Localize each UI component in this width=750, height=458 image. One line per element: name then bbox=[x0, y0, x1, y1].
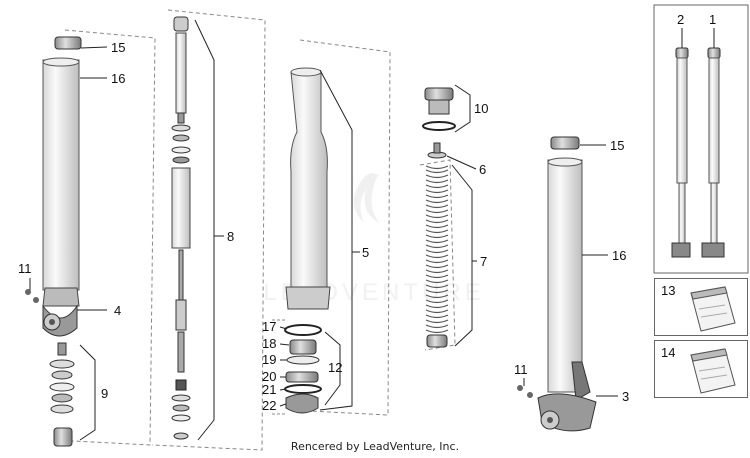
spring-coil bbox=[425, 269, 449, 274]
callout-16-right: 16 bbox=[612, 248, 626, 263]
callout-12: 12 bbox=[328, 360, 342, 375]
callout-14: 14 bbox=[661, 345, 676, 360]
callout-20: 20 bbox=[262, 369, 276, 384]
callout-1: 1 bbox=[709, 12, 716, 27]
spring-coil bbox=[425, 319, 449, 324]
callout-15-right: 15 bbox=[610, 138, 624, 153]
spring-coil bbox=[425, 229, 449, 234]
callout-17: 17 bbox=[262, 319, 276, 334]
spring-coil bbox=[425, 264, 449, 269]
spring-coil bbox=[425, 289, 449, 294]
callout-3: 3 bbox=[622, 389, 629, 404]
callout-5: 5 bbox=[362, 245, 369, 260]
callout-13: 13 bbox=[661, 283, 676, 298]
spring-coil bbox=[425, 259, 449, 264]
callout-9: 9 bbox=[101, 386, 108, 401]
spring-coil bbox=[425, 219, 449, 224]
spring-coil bbox=[425, 224, 449, 229]
spring-coil bbox=[425, 239, 449, 244]
bushing-seal-stack bbox=[270, 319, 341, 415]
parts-bag-13-panel: 13 bbox=[654, 278, 748, 336]
base-valve-parts bbox=[49, 342, 96, 447]
outer-tube-left bbox=[25, 29, 156, 446]
callout-18: 18 bbox=[262, 336, 276, 351]
spring-coil bbox=[425, 244, 449, 249]
callout-15-left: 15 bbox=[111, 40, 125, 55]
spring-coil bbox=[425, 214, 449, 219]
spring-coil bbox=[425, 284, 449, 289]
parts-bag-icon bbox=[690, 348, 736, 394]
spring-coil bbox=[425, 209, 449, 214]
callout-10: 10 bbox=[474, 101, 488, 116]
render-credit: Rencered by LeadVenture, Inc. bbox=[290, 440, 460, 453]
callout-19: 19 bbox=[262, 352, 276, 367]
spring-coil bbox=[425, 194, 449, 199]
spring-coil bbox=[425, 304, 449, 309]
spring-coil bbox=[425, 299, 449, 304]
fork-spring bbox=[419, 159, 477, 351]
spring-coil bbox=[425, 329, 449, 334]
callout-4: 4 bbox=[114, 303, 121, 318]
top-cap-assembly bbox=[422, 84, 477, 170]
callout-6: 6 bbox=[479, 162, 486, 177]
callout-2: 2 bbox=[677, 12, 684, 27]
callout-16-left: 16 bbox=[111, 71, 125, 86]
callout-11-left: 11 bbox=[18, 261, 32, 276]
complete-fork-panel bbox=[653, 4, 749, 274]
callout-21: 21 bbox=[262, 382, 276, 397]
spring-coil bbox=[425, 184, 449, 189]
spring-coil bbox=[425, 174, 449, 179]
callout-8: 8 bbox=[227, 229, 234, 244]
spring-coil bbox=[425, 179, 449, 184]
spring-coil bbox=[425, 279, 449, 284]
cartridge-assembly bbox=[151, 9, 266, 451]
spring-coil bbox=[425, 234, 449, 239]
outer-tube-right bbox=[517, 136, 618, 432]
spring-coil bbox=[425, 254, 449, 259]
parts-bag-icon bbox=[690, 286, 736, 332]
inner-tube bbox=[285, 39, 391, 416]
spring-coil bbox=[425, 314, 449, 319]
parts-bag-14-panel: 14 bbox=[654, 340, 748, 398]
callout-22: 22 bbox=[262, 398, 276, 413]
callout-labels: 15 16 11 4 9 8 5 17 18 19 20 21 22 12 10… bbox=[18, 12, 716, 413]
spring-coil bbox=[425, 249, 449, 254]
callout-7: 7 bbox=[480, 254, 487, 269]
spring-coil bbox=[425, 199, 449, 204]
spring-coil bbox=[425, 274, 449, 279]
spring-coil bbox=[425, 189, 449, 194]
spring-coil bbox=[425, 169, 449, 174]
spring-coil bbox=[425, 294, 449, 299]
spring-coil bbox=[425, 204, 449, 209]
spring-coil bbox=[425, 324, 449, 329]
spring-coil bbox=[425, 309, 449, 314]
callout-11-right: 11 bbox=[514, 362, 528, 377]
